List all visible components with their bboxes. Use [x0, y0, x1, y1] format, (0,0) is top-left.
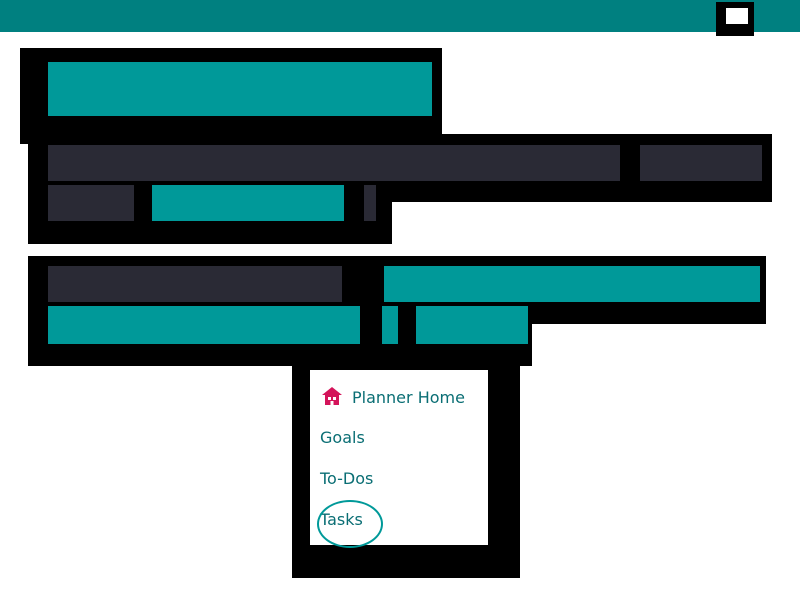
redacted-text	[48, 185, 134, 221]
redacted-link[interactable]	[152, 185, 344, 221]
menu-item-label: Goals	[320, 428, 365, 447]
redacted-title-bar	[48, 62, 432, 116]
menu-item-label: Planner Home	[352, 388, 465, 407]
planner-menu: Planner Home Goals To-Dos Tasks	[310, 370, 488, 548]
window-button-icon	[726, 8, 748, 24]
menu-item-goals[interactable]: Goals	[320, 428, 365, 447]
menu-item-planner-home[interactable]: Planner Home	[320, 386, 465, 407]
home-icon	[322, 387, 342, 405]
redacted-text	[48, 145, 620, 181]
redacted-link[interactable]	[48, 306, 360, 344]
redacted-link[interactable]	[382, 306, 398, 344]
redacted-text	[640, 145, 762, 181]
menu-item-label: Tasks	[320, 510, 363, 529]
window-button[interactable]	[716, 2, 754, 36]
menu-item-label: To-Dos	[320, 469, 374, 488]
menu-item-to-dos[interactable]: To-Dos	[320, 469, 373, 488]
redacted-text	[364, 185, 376, 221]
redacted-text	[48, 266, 342, 302]
menu-item-tasks[interactable]: Tasks	[317, 500, 383, 548]
redacted-link[interactable]	[416, 306, 528, 344]
redacted-link[interactable]	[384, 266, 760, 302]
top-bar	[0, 0, 800, 32]
